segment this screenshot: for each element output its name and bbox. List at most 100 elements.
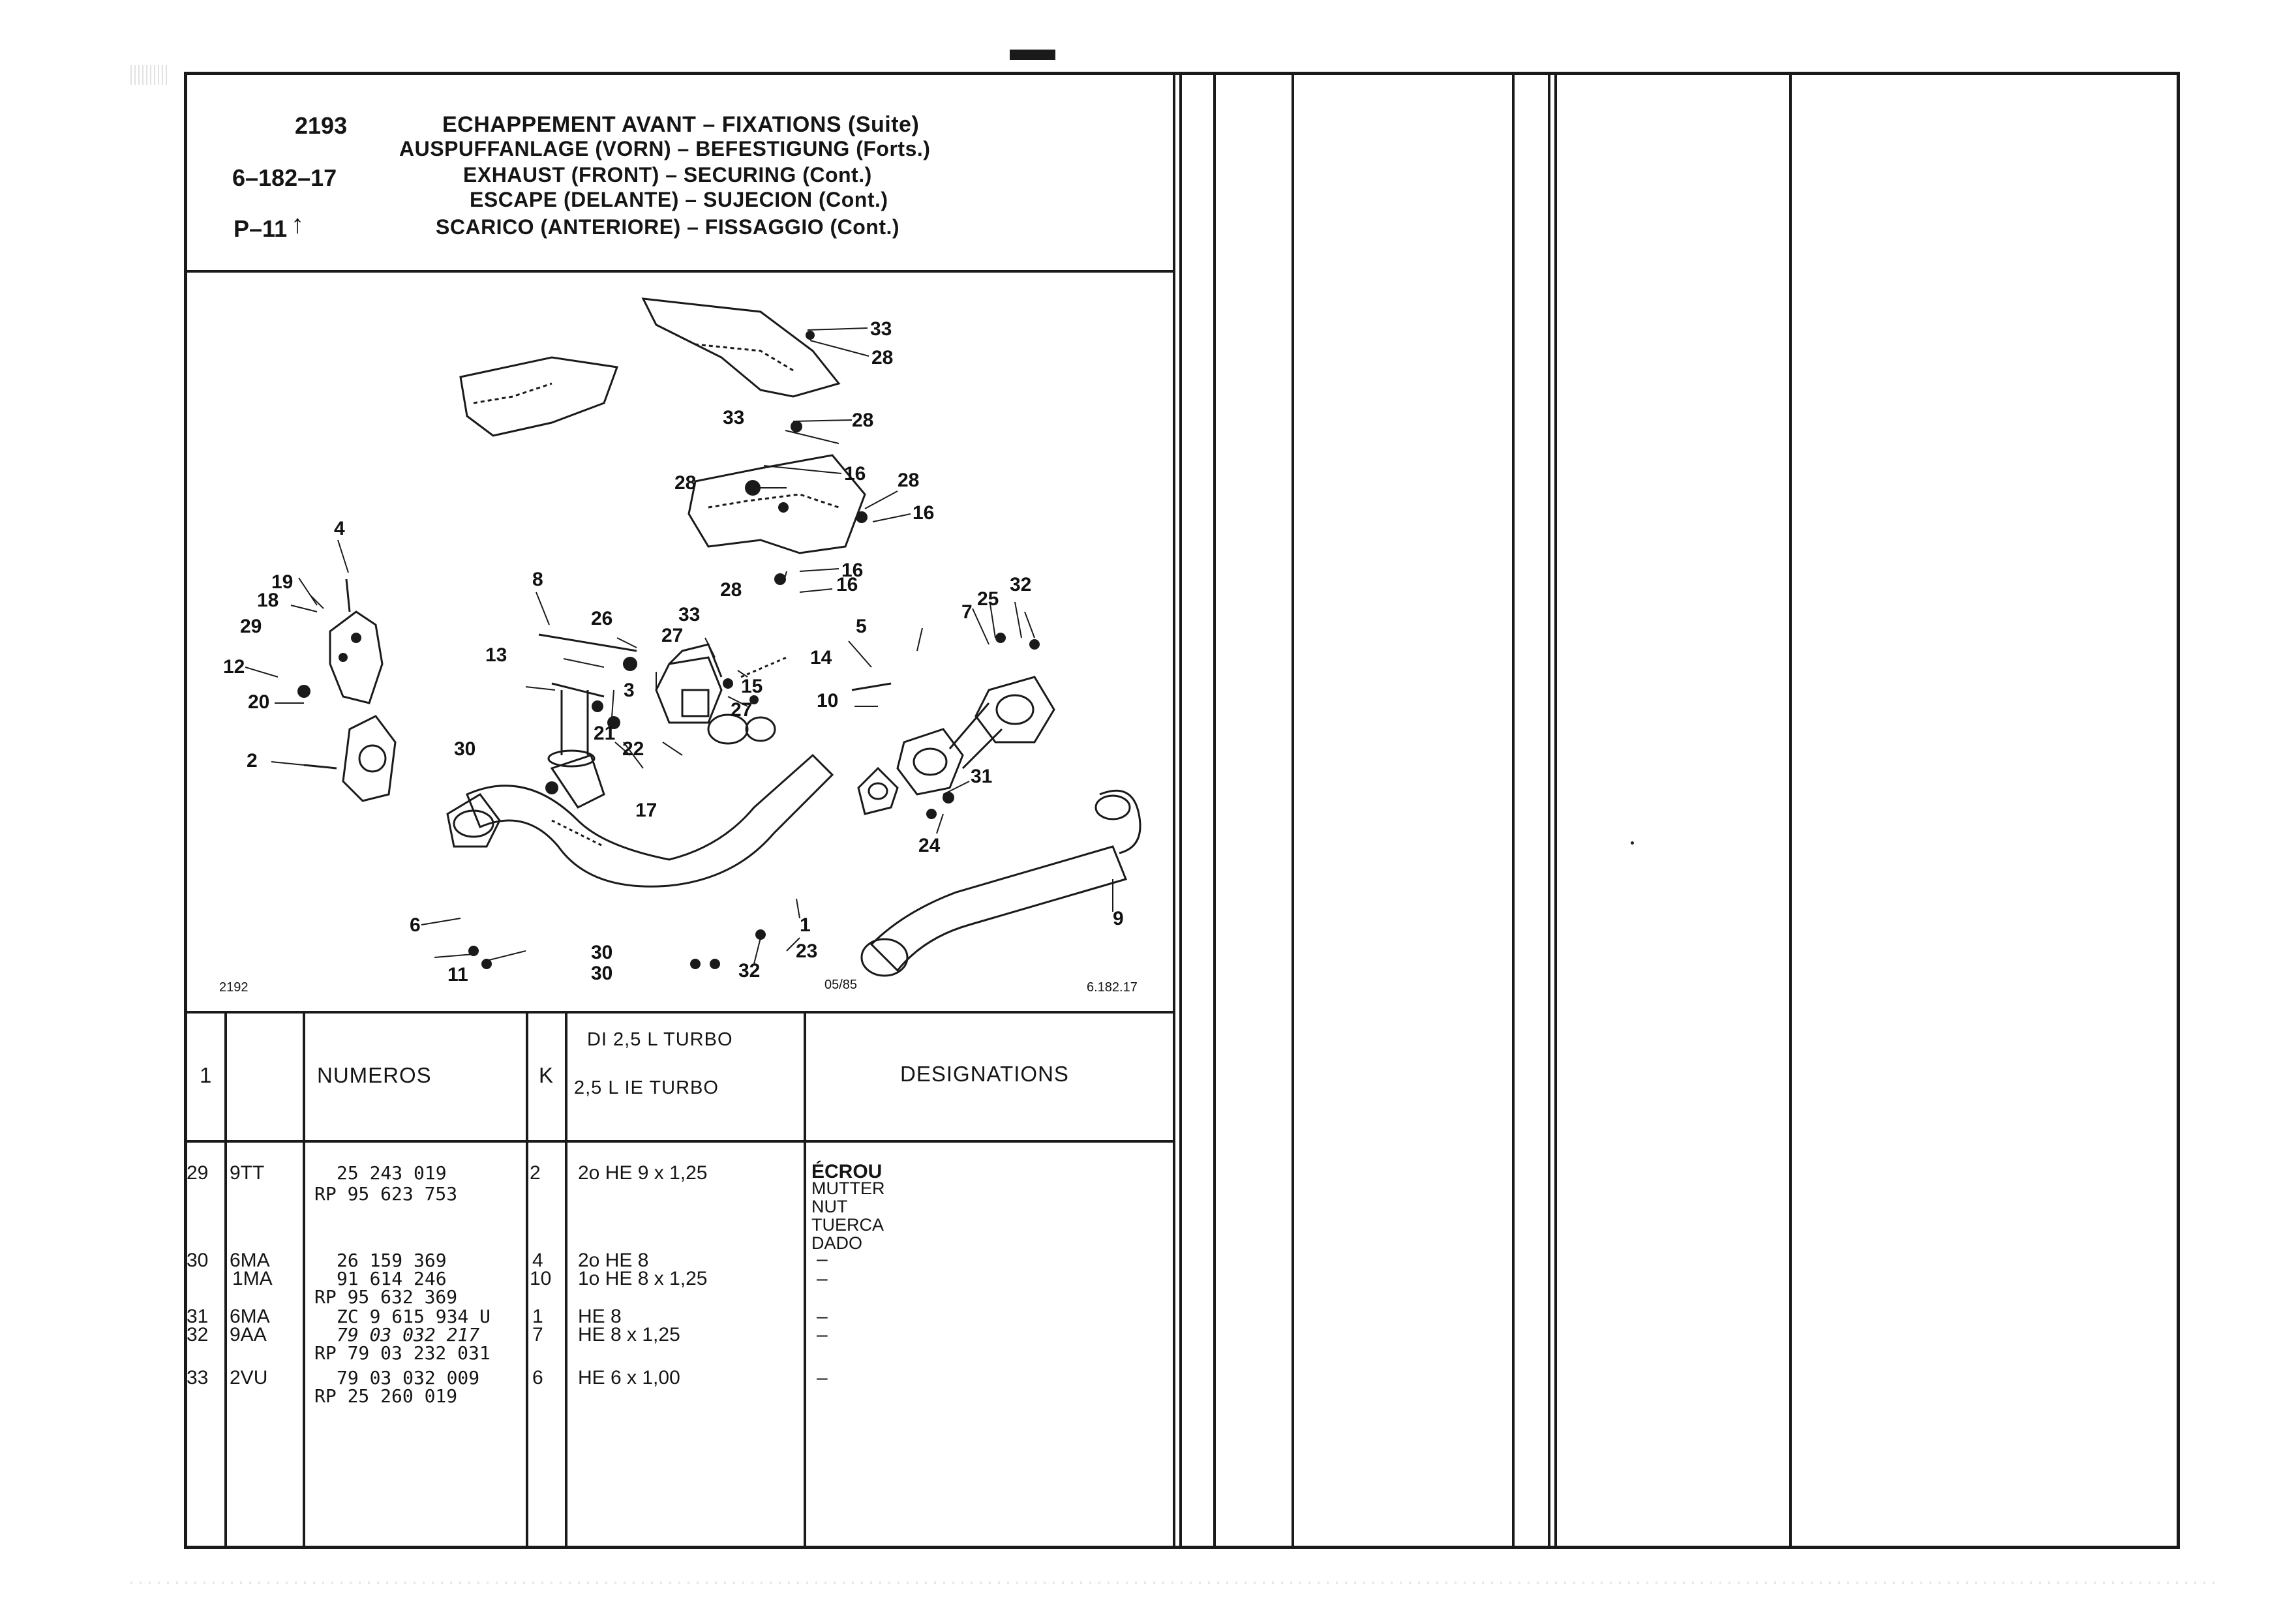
callout-27: 27 (661, 625, 683, 646)
callout-28: 28 (852, 410, 873, 431)
callout-32: 32 (1010, 574, 1031, 595)
designation-ditto: – (817, 1248, 828, 1270)
bolt-13 (551, 682, 605, 698)
part-number: 25 243 019 (337, 1162, 447, 1184)
callout-16: 16 (913, 502, 934, 524)
ref-number: 2193 (295, 112, 348, 139)
callout-5: 5 (856, 616, 867, 637)
callout-25: 25 (977, 588, 999, 610)
designation-fr: ÉCROU (811, 1161, 883, 1182)
p-reference: P–11 (234, 215, 288, 242)
bolt-8 (538, 633, 637, 652)
callout-2: 2 (247, 750, 258, 772)
row-spec: HE 6 x 1,00 (578, 1367, 680, 1389)
title-fr: ECHAPPEMENT AVANT – FIXATIONS (Suite) (442, 112, 920, 137)
flange-middle (896, 728, 964, 796)
designation-es: TUERCA (811, 1215, 884, 1235)
callout-28: 28 (898, 470, 919, 491)
flange-right (974, 676, 1055, 743)
row-index: 31 (187, 1306, 209, 1327)
callout-30: 30 (591, 942, 612, 963)
callout-8: 8 (532, 569, 543, 590)
designation-en: NUT (811, 1197, 848, 1216)
diagram-rule (184, 1011, 1174, 1014)
callout-28: 28 (871, 347, 893, 368)
table-head-rule (184, 1140, 1174, 1143)
row-code: 9TT (230, 1162, 265, 1184)
page-frame (184, 72, 2180, 1549)
diagram-ref-right: 6.182.17 (1087, 980, 1138, 995)
row-code: 9AA (230, 1324, 267, 1345)
turbo-elbow (550, 754, 605, 809)
pipe-clamp (1099, 789, 1141, 854)
callout-15: 15 (741, 676, 763, 697)
row-k: 4 (532, 1250, 543, 1271)
row-k: 2 (530, 1162, 541, 1184)
page-code: 6–182–17 (232, 164, 337, 191)
callout-32: 32 (738, 960, 760, 982)
divider-col (1213, 72, 1216, 1549)
callout-9: 9 (1113, 908, 1124, 929)
callout-17: 17 (635, 800, 657, 821)
heat-shield-upper (641, 297, 841, 398)
row-k: 7 (532, 1324, 543, 1345)
part-number-rp: RP 95 632 369 (314, 1286, 458, 1308)
col-engine-1-header: DI 2,5 L TURBO (587, 1029, 733, 1050)
callout-28: 28 (720, 579, 742, 601)
exhaust-pipe (466, 753, 834, 888)
diagram-date-stamp: 05/85 (824, 978, 857, 992)
callout-16: 16 (844, 463, 866, 485)
bolt-14 (851, 682, 892, 691)
rear-pipe (869, 845, 1128, 972)
designation-ditto: – (817, 1306, 828, 1327)
heat-shield-middle (687, 454, 866, 554)
row-k: 6 (532, 1367, 543, 1389)
callout-33: 33 (723, 407, 744, 428)
stud-2 (303, 764, 337, 770)
designation-ditto: – (817, 1324, 828, 1345)
col-sep (303, 1012, 305, 1549)
callout-1: 1 (800, 914, 811, 936)
row-spec: 2o HE 8 (578, 1250, 649, 1271)
row-spec: HE 8 (578, 1306, 622, 1327)
divider-col (1179, 72, 1182, 1549)
row-index: 33 (187, 1367, 209, 1389)
callout-29: 29 (240, 616, 262, 637)
row-index: 29 (187, 1162, 209, 1184)
flange-left (342, 715, 397, 802)
callout-21: 21 (594, 723, 615, 744)
header-rule (184, 270, 1174, 273)
col-sep (526, 1012, 528, 1549)
title-it: SCARICO (ANTERIORE) – FISSAGGIO (Cont.) (436, 215, 900, 239)
row-spec: HE 8 x 1,25 (578, 1324, 680, 1345)
callout-10: 10 (817, 690, 838, 712)
divider-col (1512, 72, 1515, 1549)
part-number: ZC 9 615 934 U (337, 1306, 491, 1327)
scan-dot (1631, 841, 1634, 845)
divider-col (1554, 72, 1557, 1549)
callout-7: 7 (961, 601, 973, 623)
title-es: ESCAPE (DELANTE) – SUJECION (Cont.) (470, 188, 888, 211)
callout-33: 33 (678, 604, 700, 625)
col-designations-header: DESIGNATIONS (900, 1062, 1069, 1086)
row-code: 6MA (230, 1250, 270, 1271)
manifold-bracket (329, 610, 384, 704)
col-sep (224, 1012, 227, 1549)
row-k: 1 (532, 1306, 543, 1327)
callout-16: 16 (836, 574, 858, 595)
row-code: 2VU (230, 1367, 268, 1389)
callout-11: 11 (447, 964, 468, 985)
callout-30: 30 (591, 963, 612, 984)
heat-shield-left (459, 356, 619, 437)
designation-de: MUTTER (811, 1179, 885, 1198)
col-k-header: K (539, 1063, 554, 1087)
part-number-rp: RP 95 623 753 (314, 1183, 458, 1205)
mount-bracket (668, 643, 723, 678)
scan-speck (130, 65, 170, 85)
callout-33: 33 (870, 318, 892, 340)
divider-col (1548, 72, 1550, 1549)
part-number: 26 159 369 (337, 1250, 447, 1271)
row-k-2: 10 (530, 1268, 552, 1289)
callout-26: 26 (591, 608, 612, 629)
exploded-parts-diagram: 33 28 28 16 33 28 16 28 16 28 16 4 19 18… (219, 297, 1141, 995)
